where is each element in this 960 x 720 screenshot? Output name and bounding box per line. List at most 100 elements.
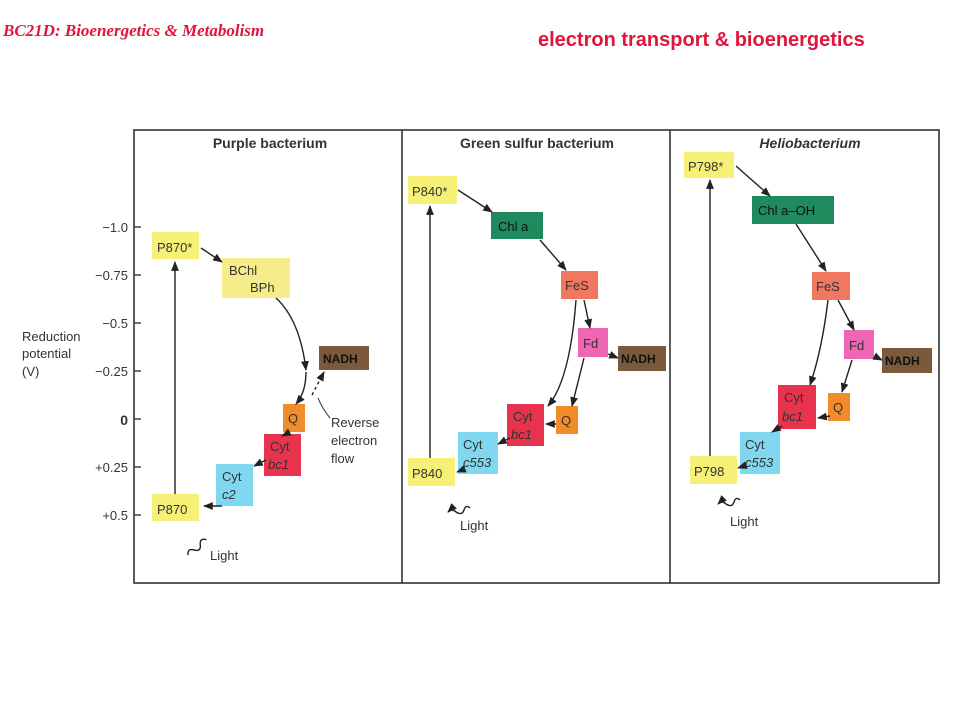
box-label: c553 (745, 455, 774, 470)
box-label: Cyt (270, 439, 290, 454)
box-label: Cyt (222, 469, 242, 484)
light-squiggle (717, 494, 741, 507)
tick-label: 0 (120, 412, 128, 428)
box-label: BPh (250, 280, 275, 295)
tick-label: +0.25 (95, 460, 128, 475)
light-squiggle (187, 538, 207, 556)
arrow (539, 239, 567, 271)
tick-label: +0.5 (102, 508, 128, 523)
reverse-electron-flow-label: Reverse electron flow (331, 415, 379, 466)
box-label: NADH (885, 354, 920, 368)
box-p798-ground: P798 (690, 456, 737, 484)
box-nadh: NADH (319, 346, 369, 370)
arrow (837, 299, 855, 331)
arrow (735, 165, 771, 197)
panel-title-purple: Purple bacterium (213, 135, 327, 151)
box-label: bc1 (782, 409, 803, 424)
arrow (295, 371, 307, 405)
box-q: Q (828, 393, 850, 421)
arrows (706, 165, 883, 507)
box-label: Fd (583, 336, 598, 351)
panel-title-helio: Heliobacterium (759, 135, 860, 151)
box-label: bc1 (268, 457, 289, 472)
box-nadh: NADH (618, 346, 666, 371)
box-label: NADH (621, 352, 656, 366)
tick-label: −1.0 (102, 220, 128, 235)
box-label: P840 (412, 466, 442, 481)
arrow (737, 461, 748, 469)
box-cyt-c553: Cyt c553 (458, 432, 498, 474)
box-p840-ground: P840 (408, 458, 455, 486)
box-cyt-bc1: Cyt bc1 (778, 385, 816, 429)
panel-purple-bacterium: P870* BChl BPh NADH Q Cyt bc1 Cyt c2 P87… (152, 232, 379, 563)
axis-title-line: potential (22, 346, 71, 361)
box-label: P798 (694, 464, 724, 479)
panel-heliobacterium: P798* Chl a–OH FeS Fd NADH Cyt bc1 Q (684, 152, 932, 529)
box-fes: FeS (812, 272, 850, 300)
box-label: FeS (565, 278, 589, 293)
light-label: Light (210, 548, 239, 563)
axis-title-line: (V) (22, 364, 39, 379)
arrow (547, 299, 577, 407)
box-label: Chl a–OH (758, 203, 815, 218)
box-cyt-bc1: Cyt bc1 (507, 404, 544, 446)
box-label: FeS (816, 279, 840, 294)
annotation-line: flow (331, 451, 355, 466)
box-cyt-c2: Cyt c2 (216, 464, 253, 506)
arrow (275, 297, 309, 371)
box-nadh: NADH (882, 348, 932, 373)
annotation-leader (317, 397, 331, 419)
box-chl-a-oh: Chl a–OH (752, 196, 834, 224)
arrow (456, 465, 467, 473)
box-label: c553 (463, 455, 492, 470)
arrow (253, 458, 267, 467)
tick-label: −0.75 (95, 268, 128, 283)
box-bchl-bph: BChl BPh (222, 258, 290, 298)
axis-title-line: Reduction (22, 329, 81, 344)
box-label: Q (561, 413, 571, 428)
box-label: Cyt (745, 437, 765, 452)
arrows (426, 189, 619, 515)
box-cyt-bc1: Cyt bc1 (264, 434, 301, 476)
box-label: c2 (222, 487, 237, 502)
axis-tick-labels: −1.0 −0.75 −0.5 −0.25 0 +0.25 +0.5 (95, 220, 128, 523)
panel-green-sulfur-bacterium: P840* Chl a FeS Fd NADH Cyt bc1 Q (408, 176, 666, 533)
arrow (872, 352, 883, 361)
arrow (200, 247, 223, 263)
arrow (583, 299, 592, 329)
arrow (817, 412, 831, 421)
box-p840-excited: P840* (408, 176, 457, 204)
box-label: Q (833, 400, 843, 415)
axis-title: Reduction potential (V) (22, 329, 81, 379)
box-fd: Fd (844, 330, 874, 359)
box-fes: FeS (561, 271, 598, 299)
axis-tick-marks (134, 226, 141, 516)
box-label: NADH (323, 352, 358, 366)
figure-frame (133, 129, 940, 584)
box-label: BChl (229, 263, 257, 278)
box-p798-excited: P798* (684, 152, 734, 178)
slide-title: electron transport & bioenergetics (538, 29, 865, 51)
annotation-line: electron (331, 433, 377, 448)
box-label: Cyt (463, 437, 483, 452)
box-label: P870* (157, 240, 192, 255)
box-cyt-c553: Cyt c553 (740, 432, 780, 474)
light-label: Light (730, 514, 759, 529)
box-label: P798* (688, 159, 723, 174)
box-label: Fd (849, 338, 864, 353)
panel-title-green-sulfur: Green sulfur bacterium (460, 135, 614, 151)
box-q: Q (283, 404, 305, 432)
box-label: bc1 (511, 427, 532, 442)
arrow (840, 359, 853, 393)
course-title: BC21D: Bioenergetics & Metabolism (3, 21, 265, 40)
box-p870-excited: P870* (152, 232, 199, 259)
arrow (497, 436, 511, 445)
arrow (809, 299, 829, 386)
box-label: Q (288, 411, 298, 426)
box-p870-ground: P870 (152, 494, 199, 521)
box-chl-a: Chl a (491, 212, 543, 239)
arrow (795, 223, 827, 272)
arrows (171, 247, 331, 556)
light-squiggle (447, 502, 471, 515)
